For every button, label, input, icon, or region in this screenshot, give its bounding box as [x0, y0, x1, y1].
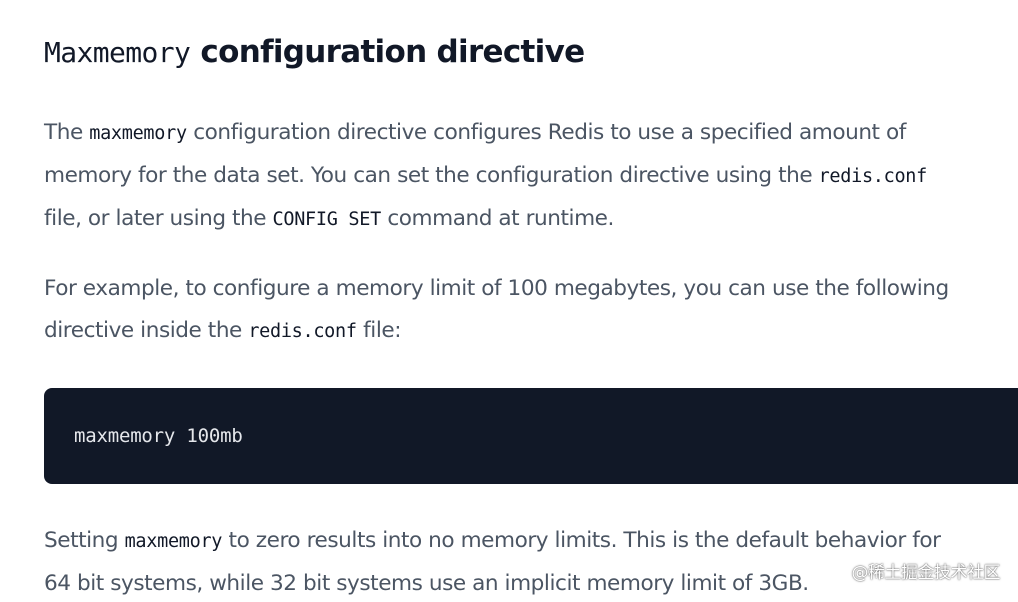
section-heading: Maxmemory configuration directive	[44, 28, 585, 77]
heading-code: Maxmemory	[44, 36, 191, 69]
inline-code-redis-conf: redis.conf	[818, 166, 928, 187]
inline-code-maxmemory: maxmemory	[89, 123, 187, 144]
paragraph-line: memory for the data set. You can set the…	[44, 155, 927, 198]
code-block-content: maxmemory 100mb	[74, 425, 243, 447]
text-run: to zero results into no memory limits. T…	[222, 528, 941, 553]
doc-page: Maxmemory configuration directive The ma…	[44, 0, 1018, 602]
paragraph-intro: The maxmemory configuration directive co…	[44, 112, 927, 241]
paragraph-zero-setting: Setting maxmemory to zero results into n…	[44, 520, 941, 602]
paragraph-line: 64 bit systems, while 32 bit systems use…	[44, 571, 809, 596]
text-run: configuration directive configures Redis…	[186, 120, 906, 145]
text-run: memory for the data set. You can set the…	[44, 163, 819, 188]
heading-text: configuration directive	[190, 34, 585, 70]
text-run: command at runtime.	[380, 206, 614, 231]
text-run: file:	[356, 318, 402, 343]
paragraph-line: Setting maxmemory to zero results into n…	[44, 520, 941, 563]
code-block[interactable]: maxmemory 100mb	[44, 388, 1018, 484]
text-run: Setting	[44, 528, 125, 553]
paragraph-line: For example, to configure a memory limit…	[44, 276, 949, 301]
paragraph-line: file, or later using the CONFIG SET comm…	[44, 198, 927, 241]
paragraph-line: directive inside the redis.conf file:	[44, 310, 949, 353]
text-run: file, or later using the	[44, 206, 273, 231]
text-run: directive inside the	[44, 318, 249, 343]
paragraph-line: The maxmemory configuration directive co…	[44, 112, 927, 155]
paragraph-example: For example, to configure a memory limit…	[44, 268, 949, 353]
inline-code-config-set: CONFIG SET	[272, 209, 382, 230]
watermark: @稀土掘金技术社区	[851, 563, 1001, 583]
inline-code-redis-conf: redis.conf	[248, 321, 357, 342]
inline-code-maxmemory: maxmemory	[124, 531, 223, 552]
text-run: The	[44, 120, 90, 145]
